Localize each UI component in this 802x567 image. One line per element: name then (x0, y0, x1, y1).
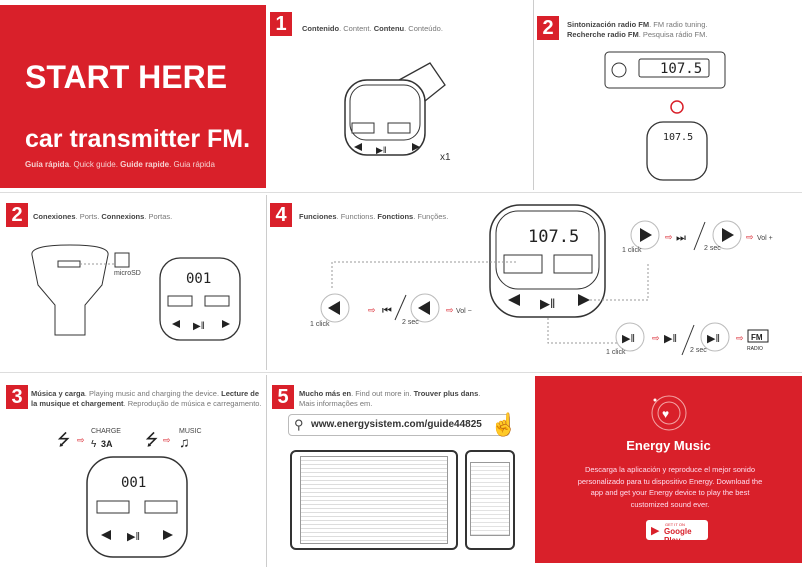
functions-frequency: 107.5 (528, 227, 579, 247)
section5-caption: Mucho más en. Find out more in. Trouver … (299, 389, 481, 408)
guide-fr: Guide rapide (120, 160, 170, 169)
section2-ports-caption: Conexiones. Ports. Connexions. Portas. (33, 212, 173, 221)
energy-music-logo-icon: ♥ (651, 395, 687, 431)
step-number-2-ports: 2 (6, 203, 28, 227)
step-number-3: 3 (6, 385, 28, 409)
section3-caption: Música y carga. Playing music and chargi… (31, 389, 262, 408)
car-plug-illustration: microSD (31, 244, 141, 336)
cover-panel: START HERE car transmitter FM. Guía rápi… (0, 5, 266, 188)
section4-caption: Funciones. Functions. Fonctions. Funções… (299, 212, 449, 221)
section3-display: 001 (121, 475, 146, 491)
url-text[interactable]: www.energysistem.com/guide44825 (311, 419, 482, 430)
play-store-icon: ▶ (651, 525, 660, 537)
quantity: x1 (440, 152, 451, 163)
cover-guide: Guía rápida. Quick guide. Guide rapide. … (25, 160, 215, 169)
svg-text:⏮: ⏮ (382, 305, 392, 317)
transmitter-illustration: ▶‖ (344, 62, 446, 156)
device-display: 001 (186, 271, 211, 287)
device-frequency: 107.5 (663, 132, 693, 143)
svg-text:⇨: ⇨ (746, 232, 754, 242)
url-bar[interactable]: ⚲ www.energysistem.com/guide44825 (288, 414, 510, 436)
charge-label: CHARGE (91, 428, 121, 435)
app-panel: ♥ Energy Music Descarga la aplicación y … (535, 376, 802, 563)
charge-music-diagram: ⭍ ⇨ CHARGE ϟ 3A ⭍ ⇨ MUSIC ♫ 001 ▶‖ (57, 428, 202, 558)
step-number-4: 4 (270, 203, 292, 227)
step-number-2-radio: 2 (537, 16, 559, 40)
svg-text:▶‖: ▶‖ (540, 296, 555, 311)
prev-one-click-label: 1 click (310, 321, 330, 328)
guide-pt: Guia rápida (173, 160, 215, 169)
step-number-1: 1 (270, 12, 292, 36)
guide-en: Quick guide (73, 160, 116, 169)
cover-title: START HERE (25, 59, 228, 95)
pointer-hand-icon: ☝ (490, 412, 518, 437)
vol-up-label: Vol + (757, 235, 773, 242)
music-label: MUSIC (179, 428, 202, 435)
svg-text:⇨: ⇨ (665, 232, 673, 242)
usb-icon: ⭍ (57, 431, 70, 449)
svg-text:▶‖: ▶‖ (707, 333, 720, 345)
svg-text:⇨: ⇨ (163, 435, 171, 445)
phone-illustration (465, 450, 515, 550)
app-title: Energy Music (626, 438, 711, 453)
svg-text:⏭: ⏭ (676, 232, 686, 244)
radio-label: RADIO (747, 346, 763, 352)
step-number-5: 5 (272, 385, 294, 409)
prev-two-sec-label: 2 sec (402, 319, 419, 326)
svg-text:⇨: ⇨ (77, 435, 85, 445)
app-description: Descarga la aplicación y reproduce el me… (577, 465, 763, 509)
svg-text:▶‖: ▶‖ (193, 321, 205, 332)
svg-text:▶‖: ▶‖ (376, 145, 387, 155)
microsd-label: microSD (114, 270, 141, 277)
next-two-sec-label: 2 sec (704, 245, 721, 252)
guide-es: Guía rápida (25, 160, 70, 169)
svg-text:⇨: ⇨ (368, 305, 376, 315)
svg-text:⇨: ⇨ (446, 305, 454, 315)
charge-value: 3A (101, 439, 113, 449)
svg-text:⇨: ⇨ (652, 333, 660, 343)
svg-text:▶‖: ▶‖ (127, 531, 140, 543)
play-two-sec-label: 2 sec (690, 347, 707, 354)
svg-text:▶‖: ▶‖ (622, 333, 635, 345)
car-radio-illustration: 107.5 107.5 (604, 51, 726, 181)
svg-text:♥: ♥ (662, 407, 669, 421)
section2-radio-caption: Sintonización radio FM. FM radio tuning.… (567, 20, 708, 39)
radio-frequency: 107.5 (660, 61, 702, 77)
fm-radio-icon (747, 329, 769, 343)
tablet-illustration (290, 450, 458, 550)
svg-text:FM: FM (751, 333, 763, 342)
svg-text:▶‖: ▶‖ (664, 333, 677, 345)
device-front-illustration: 001 ▶‖ (159, 257, 241, 341)
functions-diagram: 107.5 ▶‖ 1 click ⇨⏮ 2 sec ⇨Vol − 1 click… (310, 204, 773, 356)
cover-subtitle: car transmitter FM. (25, 125, 251, 153)
section1-caption: Contenido. Content. Contenu. Conteúdo. (302, 24, 443, 33)
sync-icon (670, 100, 684, 114)
google-play-button[interactable]: ▶ GET IT ON Google Play (646, 520, 708, 545)
vol-down-label: Vol − (456, 308, 472, 315)
play-one-click-label: 1 click (606, 349, 626, 356)
music-note-icon: ♫ (179, 434, 190, 450)
next-one-click-label: 1 click (622, 247, 642, 254)
svg-text:ϟ: ϟ (91, 439, 97, 450)
usb-icon-2: ⭍ (145, 431, 158, 449)
search-icon: ⚲ (294, 417, 304, 432)
svg-text:⇨: ⇨ (736, 333, 744, 343)
